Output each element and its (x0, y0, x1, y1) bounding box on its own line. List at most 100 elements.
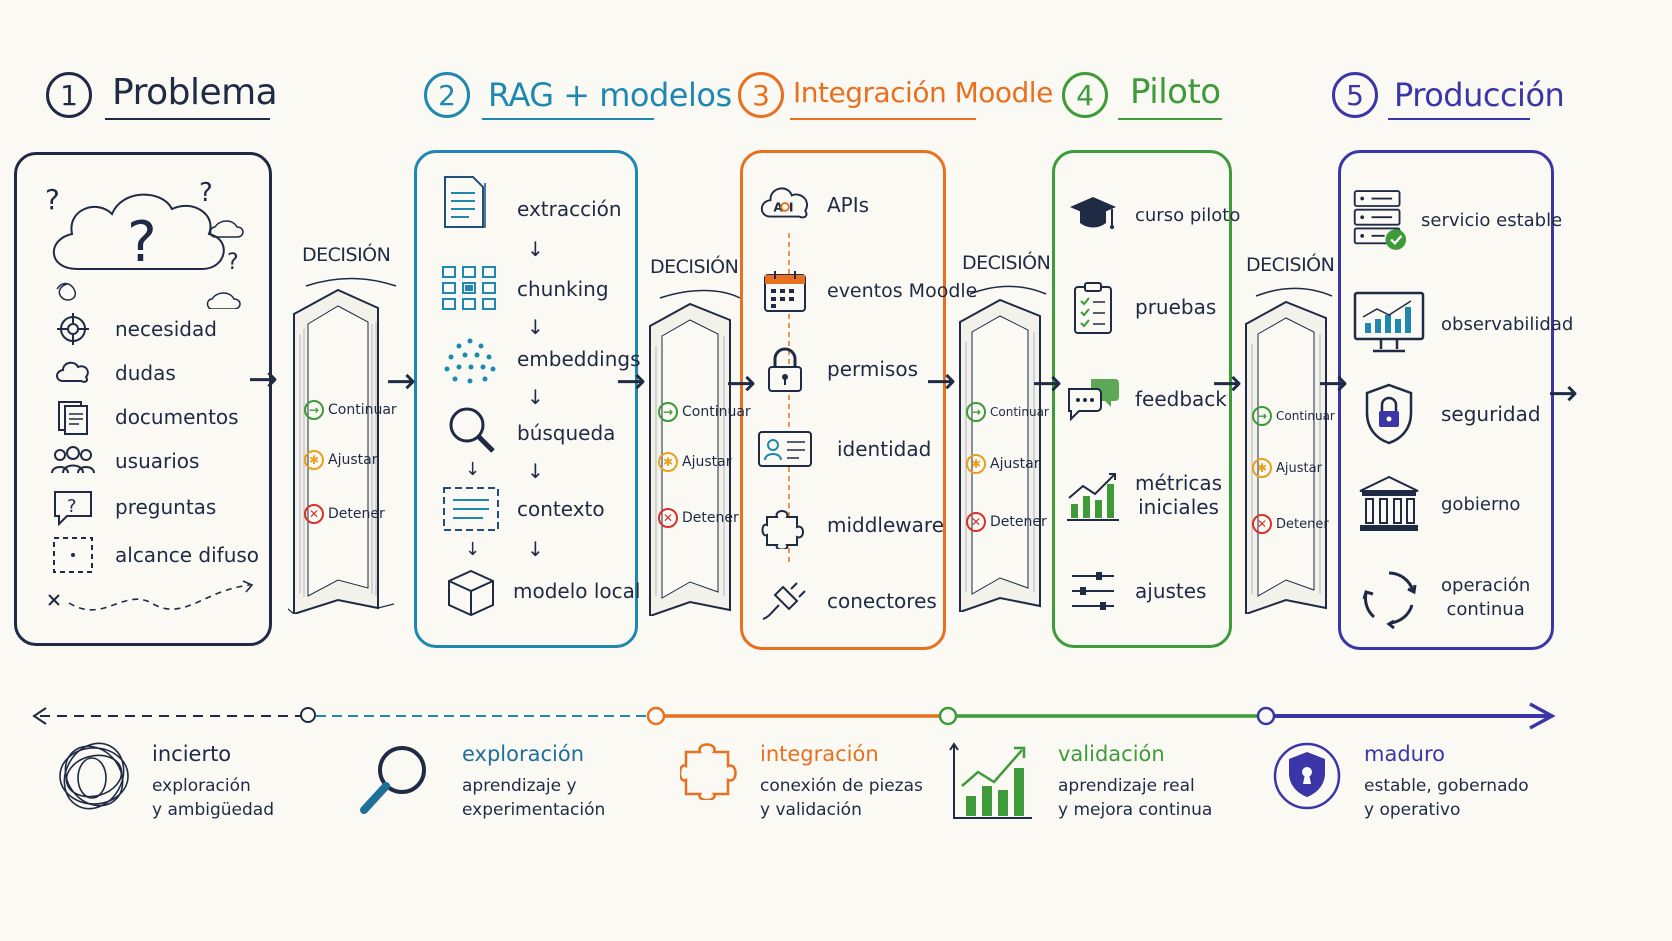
problem-item-necesidad: necesidad (45, 307, 217, 351)
decision-stop-4: ✕Detener (1252, 514, 1329, 534)
wandering-path-icon (48, 580, 254, 611)
connector-arrow-1: → (248, 359, 279, 400)
panel-piloto: curso piloto pruebas feedback métricas i… (1052, 150, 1240, 648)
pilot-item-metricas: métricas iniciales (1065, 471, 1222, 521)
moodle-label-4: middleware (827, 513, 944, 537)
stage-number-3: 3 (738, 72, 784, 118)
decision-continue-2: →Continuar (658, 402, 751, 422)
legend-title-4: maduro (1364, 742, 1445, 766)
flow-arrow-3: ↓ (527, 385, 544, 409)
gear-icon-4: ✱ (1252, 458, 1272, 478)
arrow-right-icon: → (304, 400, 324, 420)
problem-item-dudas: dudas (45, 351, 176, 395)
legend-desc-2a: conexión de piezas (760, 776, 923, 796)
stage-title-5: Producción (1394, 76, 1565, 114)
continue-label: Continuar (328, 402, 397, 418)
chat-bubbles-icon (1065, 377, 1121, 422)
decision-continue-4: → Continuar (1252, 406, 1335, 426)
arrow-right-icon-4: → (1252, 406, 1272, 426)
door-frame-icon-3 (959, 285, 1047, 612)
adjust-label-4: Ajustar (1276, 460, 1322, 476)
legend-desc-4a: estable, gobernado (1364, 776, 1529, 796)
prod-label-3: gobierno (1441, 493, 1521, 515)
moodle-item-eventos: eventos Moodle (757, 269, 977, 313)
pilot-item-curso: curso piloto (1065, 193, 1240, 237)
context-box-icon (441, 485, 501, 537)
shield-keyhole-icon (1272, 740, 1342, 816)
rag-label-0: extracción (517, 197, 622, 221)
decision-gate-1: DECISIÓN →Continuar ✱Ajustar ✕Detener (288, 244, 398, 624)
connector-arrow-3: → (616, 361, 647, 402)
dashed-box-icon (45, 533, 101, 577)
question-bubble-icon: ? (45, 485, 101, 529)
decision-adjust-2: ✱Ajustar (658, 452, 731, 472)
decision-gate-4: DECISIÓN → Continuar ✱Ajustar ✕Detener (1242, 254, 1352, 634)
bar-chart-icon (1065, 473, 1121, 521)
continue-label-4: Continuar (1276, 409, 1335, 423)
pilot-item-pruebas: pruebas (1065, 282, 1216, 334)
svg-text:I: I (789, 200, 794, 215)
decision-stop-3: ✕Detener (966, 512, 1047, 532)
cloud-icon (45, 351, 101, 395)
rag-label-3: búsqueda (517, 421, 616, 445)
stop-x-icon-3: ✕ (966, 512, 986, 532)
decision-adjust-4: ✱Ajustar (1252, 458, 1322, 478)
graduation-cap-icon (1065, 193, 1121, 237)
adjust-label-2: Ajustar (682, 454, 732, 470)
decision-stop: ✕Detener (304, 504, 385, 524)
prod-label-2: seguridad (1441, 402, 1541, 426)
rag-label-2: embeddings (517, 347, 641, 371)
stop-label: Detener (328, 506, 385, 522)
pilot-label-0: curso piloto (1135, 204, 1241, 226)
arrow-right-icon-3: → (966, 402, 986, 422)
panel-problema: ? ? ? ? necesidad dudas documentos usuar… (14, 152, 272, 646)
problem-label-0: necesidad (115, 317, 217, 341)
problem-label-1: dudas (115, 361, 176, 385)
sliders-icon (1065, 569, 1121, 613)
svg-text:?: ? (127, 210, 157, 275)
plug-icon (757, 579, 813, 623)
problem-item-alcance: alcance difuso (45, 533, 259, 577)
moodle-label-5: conectores (827, 589, 937, 613)
rag-label-4: contexto (517, 497, 605, 521)
document-icon (441, 173, 491, 235)
legend-desc-0b: y ambigüedad (152, 800, 274, 820)
stop-label-2: Detener (682, 510, 739, 526)
connector-arrow-5: → (926, 361, 957, 402)
growth-chart-icon (948, 740, 1036, 826)
rag-label-1: chunking (517, 277, 609, 301)
prod-label-4: operación continua (1441, 575, 1531, 620)
stop-x-icon-4: ✕ (1252, 514, 1272, 534)
stage-underline-3 (790, 118, 976, 120)
connector-arrow-2: → (386, 361, 417, 402)
pilot-label-2: feedback (1135, 387, 1227, 411)
legend-title-1: exploración (462, 742, 585, 766)
legend-title-2: integración (760, 742, 879, 766)
stop-label-4: Detener (1276, 516, 1329, 532)
connector-arrow-9: → (1548, 373, 1579, 414)
problem-label-2: documentos (115, 405, 239, 429)
decision-adjust-3: ✱Ajustar (966, 454, 1039, 474)
decision-continue-3: →Continuar (966, 402, 1049, 422)
shield-lock-icon (1351, 379, 1427, 449)
decision-title-4: DECISIÓN (1246, 254, 1335, 276)
door-frame-icon-2 (649, 289, 741, 616)
svg-text:?: ? (45, 183, 60, 216)
moodle-label-3: identidad (837, 437, 932, 461)
prod-item-operacion: operación continua (1351, 563, 1530, 633)
stage-title-2: RAG + modelos (488, 76, 732, 114)
stop-x-icon-2: ✕ (658, 508, 678, 528)
stage-underline-2 (482, 118, 654, 120)
pilot-item-ajustes: ajustes (1065, 569, 1206, 613)
institution-icon (1351, 469, 1427, 539)
decision-stop-2: ✕Detener (658, 508, 739, 528)
moodle-label-2: permisos (827, 357, 918, 381)
moodle-label-1: eventos Moodle (827, 280, 978, 302)
legend-title-0: incierto (152, 742, 232, 766)
lock-icon (757, 347, 813, 392)
id-card-icon (757, 427, 813, 471)
legend-desc-4b: y operativo (1364, 800, 1461, 820)
adjust-label-3: Ajustar (990, 456, 1040, 472)
